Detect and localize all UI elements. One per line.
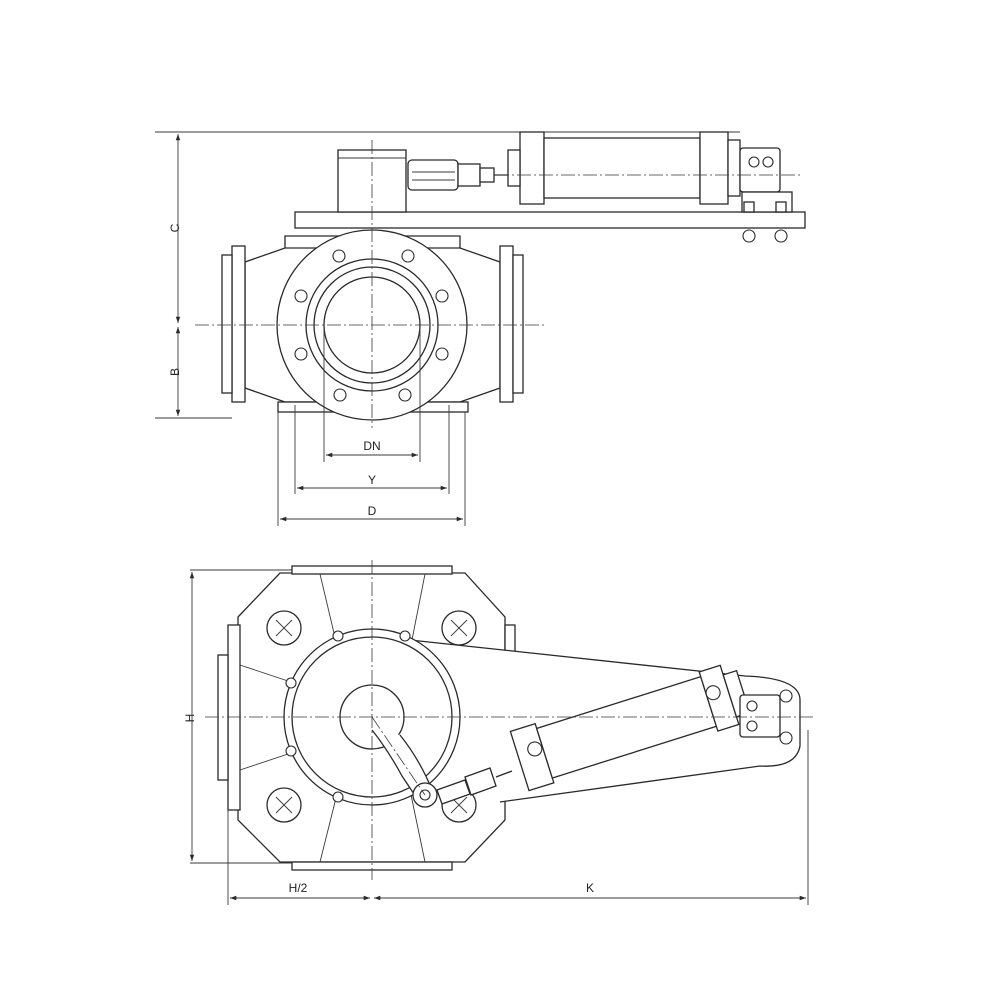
actuator-linkage xyxy=(407,159,520,191)
plan-view: H H/2 K xyxy=(183,560,815,905)
mounting-plate xyxy=(294,211,806,229)
dimension-y-label: Y xyxy=(368,473,376,487)
dimension-h-label: H xyxy=(183,714,197,723)
dimension-dn-label: DN xyxy=(363,439,380,453)
cylinder-front-cap xyxy=(519,131,545,205)
dimension-d-label: D xyxy=(368,504,377,518)
dimension-c-label: C xyxy=(168,223,182,232)
plan-left-flange-face xyxy=(217,654,229,781)
front-view: C B DN Y D xyxy=(155,131,806,526)
pneumatic-cylinder-top xyxy=(507,131,741,205)
plan-partitions xyxy=(239,573,426,863)
plate-bolts xyxy=(742,201,788,243)
cylinder-rear-cap xyxy=(699,131,729,205)
right-flange-outer xyxy=(499,245,514,403)
dimension-h-half-label: H/2 xyxy=(289,881,308,895)
dimension-k-label: K xyxy=(586,881,594,895)
plan-left-flange xyxy=(227,624,241,811)
plan-rod xyxy=(436,767,513,805)
right-flange-face xyxy=(512,254,524,394)
clevis-bracket xyxy=(739,147,793,213)
pneumatic-cylinder-plan xyxy=(509,664,751,792)
left-flange-outer xyxy=(231,245,246,403)
dimension-b-label: B xyxy=(168,368,182,376)
cylinder-barrel xyxy=(543,137,701,199)
left-flange-face xyxy=(221,254,233,394)
plan-clevis-bracket xyxy=(739,689,793,745)
rotor-bolts xyxy=(285,630,411,803)
flange-bolts xyxy=(294,249,449,402)
